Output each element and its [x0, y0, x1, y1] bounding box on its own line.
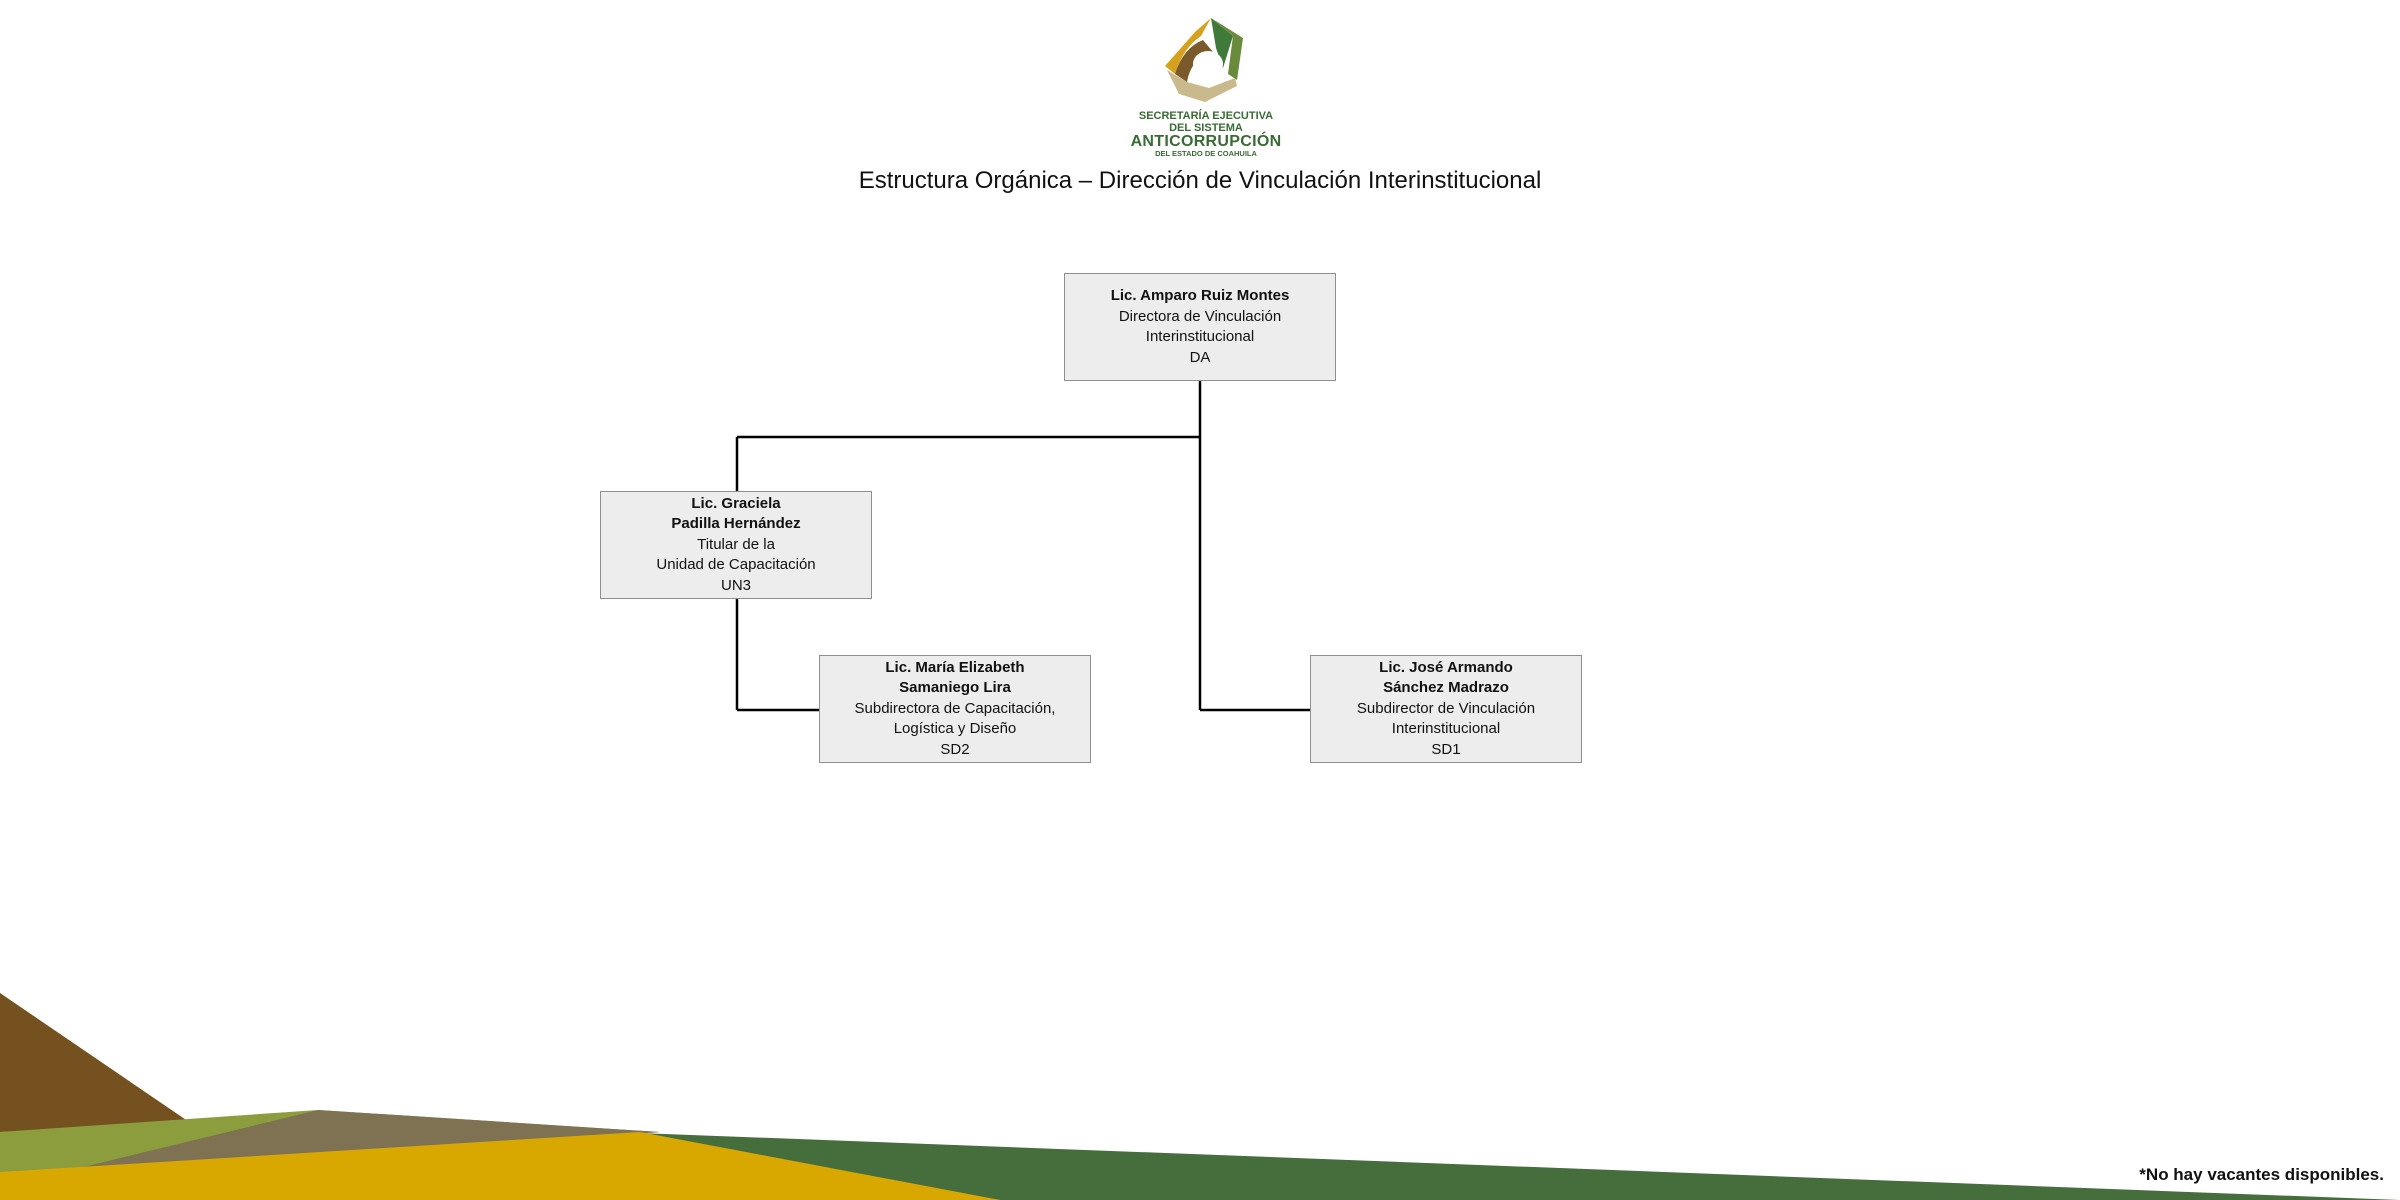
node-name: Samaniego Lira: [899, 679, 1011, 697]
node-name: Lic. Amparo Ruiz Montes: [1110, 287, 1290, 304]
node-code: SD1: [1431, 740, 1461, 758]
node-role: Interinstitucional: [1391, 720, 1501, 738]
org-node-un3: Lic. Graciela Padilla Hernández Titular …: [600, 491, 872, 599]
node-code: DA: [1189, 348, 1211, 366]
band-brown: [0, 993, 195, 1132]
node-role: Subdirectora de Capacitación,: [854, 699, 1056, 717]
logo-text: SECRETARÍA EJECUTIVA: [1138, 110, 1274, 122]
logo: SECRETARÍA EJECUTIVA DEL SISTEMA ANTICOR…: [1128, 14, 1284, 158]
page-title: Estructura Orgánica – Dirección de Vincu…: [858, 167, 1542, 194]
band-gold: [0, 1132, 1000, 1200]
node-role: Subdirector de Vinculación: [1356, 699, 1536, 717]
node-role: Titular de la: [697, 535, 775, 553]
node-role: Directora de Vinculación: [1118, 307, 1282, 325]
node-role: Interinstitucional: [1145, 328, 1255, 345]
logo-text: DEL ESTADO DE COAHUILA: [1155, 149, 1257, 158]
logo-text: ANTICORRUPCIÓN: [1130, 133, 1282, 150]
node-name: Lic. María Elizabeth: [885, 658, 1025, 676]
org-node-sd2: Lic. María Elizabeth Samaniego Lira Subd…: [819, 655, 1091, 763]
node-role: Logística y Diseño: [893, 720, 1017, 738]
org-node-da: Lic. Amparo Ruiz Montes Directora de Vin…: [1064, 273, 1336, 381]
node-code: SD2: [940, 740, 970, 758]
anticorruption-emblem-icon: [1165, 18, 1243, 102]
band-green: [560, 1130, 2400, 1200]
node-name: Lic. Graciela: [691, 494, 781, 512]
org-node-sd1: Lic. José Armando Sánchez Madrazo Subdir…: [1310, 655, 1582, 763]
node-name: Sánchez Madrazo: [1383, 679, 1509, 697]
logo-text: DEL SISTEMA: [1169, 122, 1243, 134]
vacancies-note: *No hay vacantes disponibles.: [2139, 1165, 2384, 1184]
node-role: Unidad de Capacitación: [656, 556, 816, 574]
node-name: Padilla Hernández: [671, 515, 801, 533]
node-code: UN3: [720, 576, 751, 594]
node-name: Lic. José Armando: [1379, 658, 1513, 676]
